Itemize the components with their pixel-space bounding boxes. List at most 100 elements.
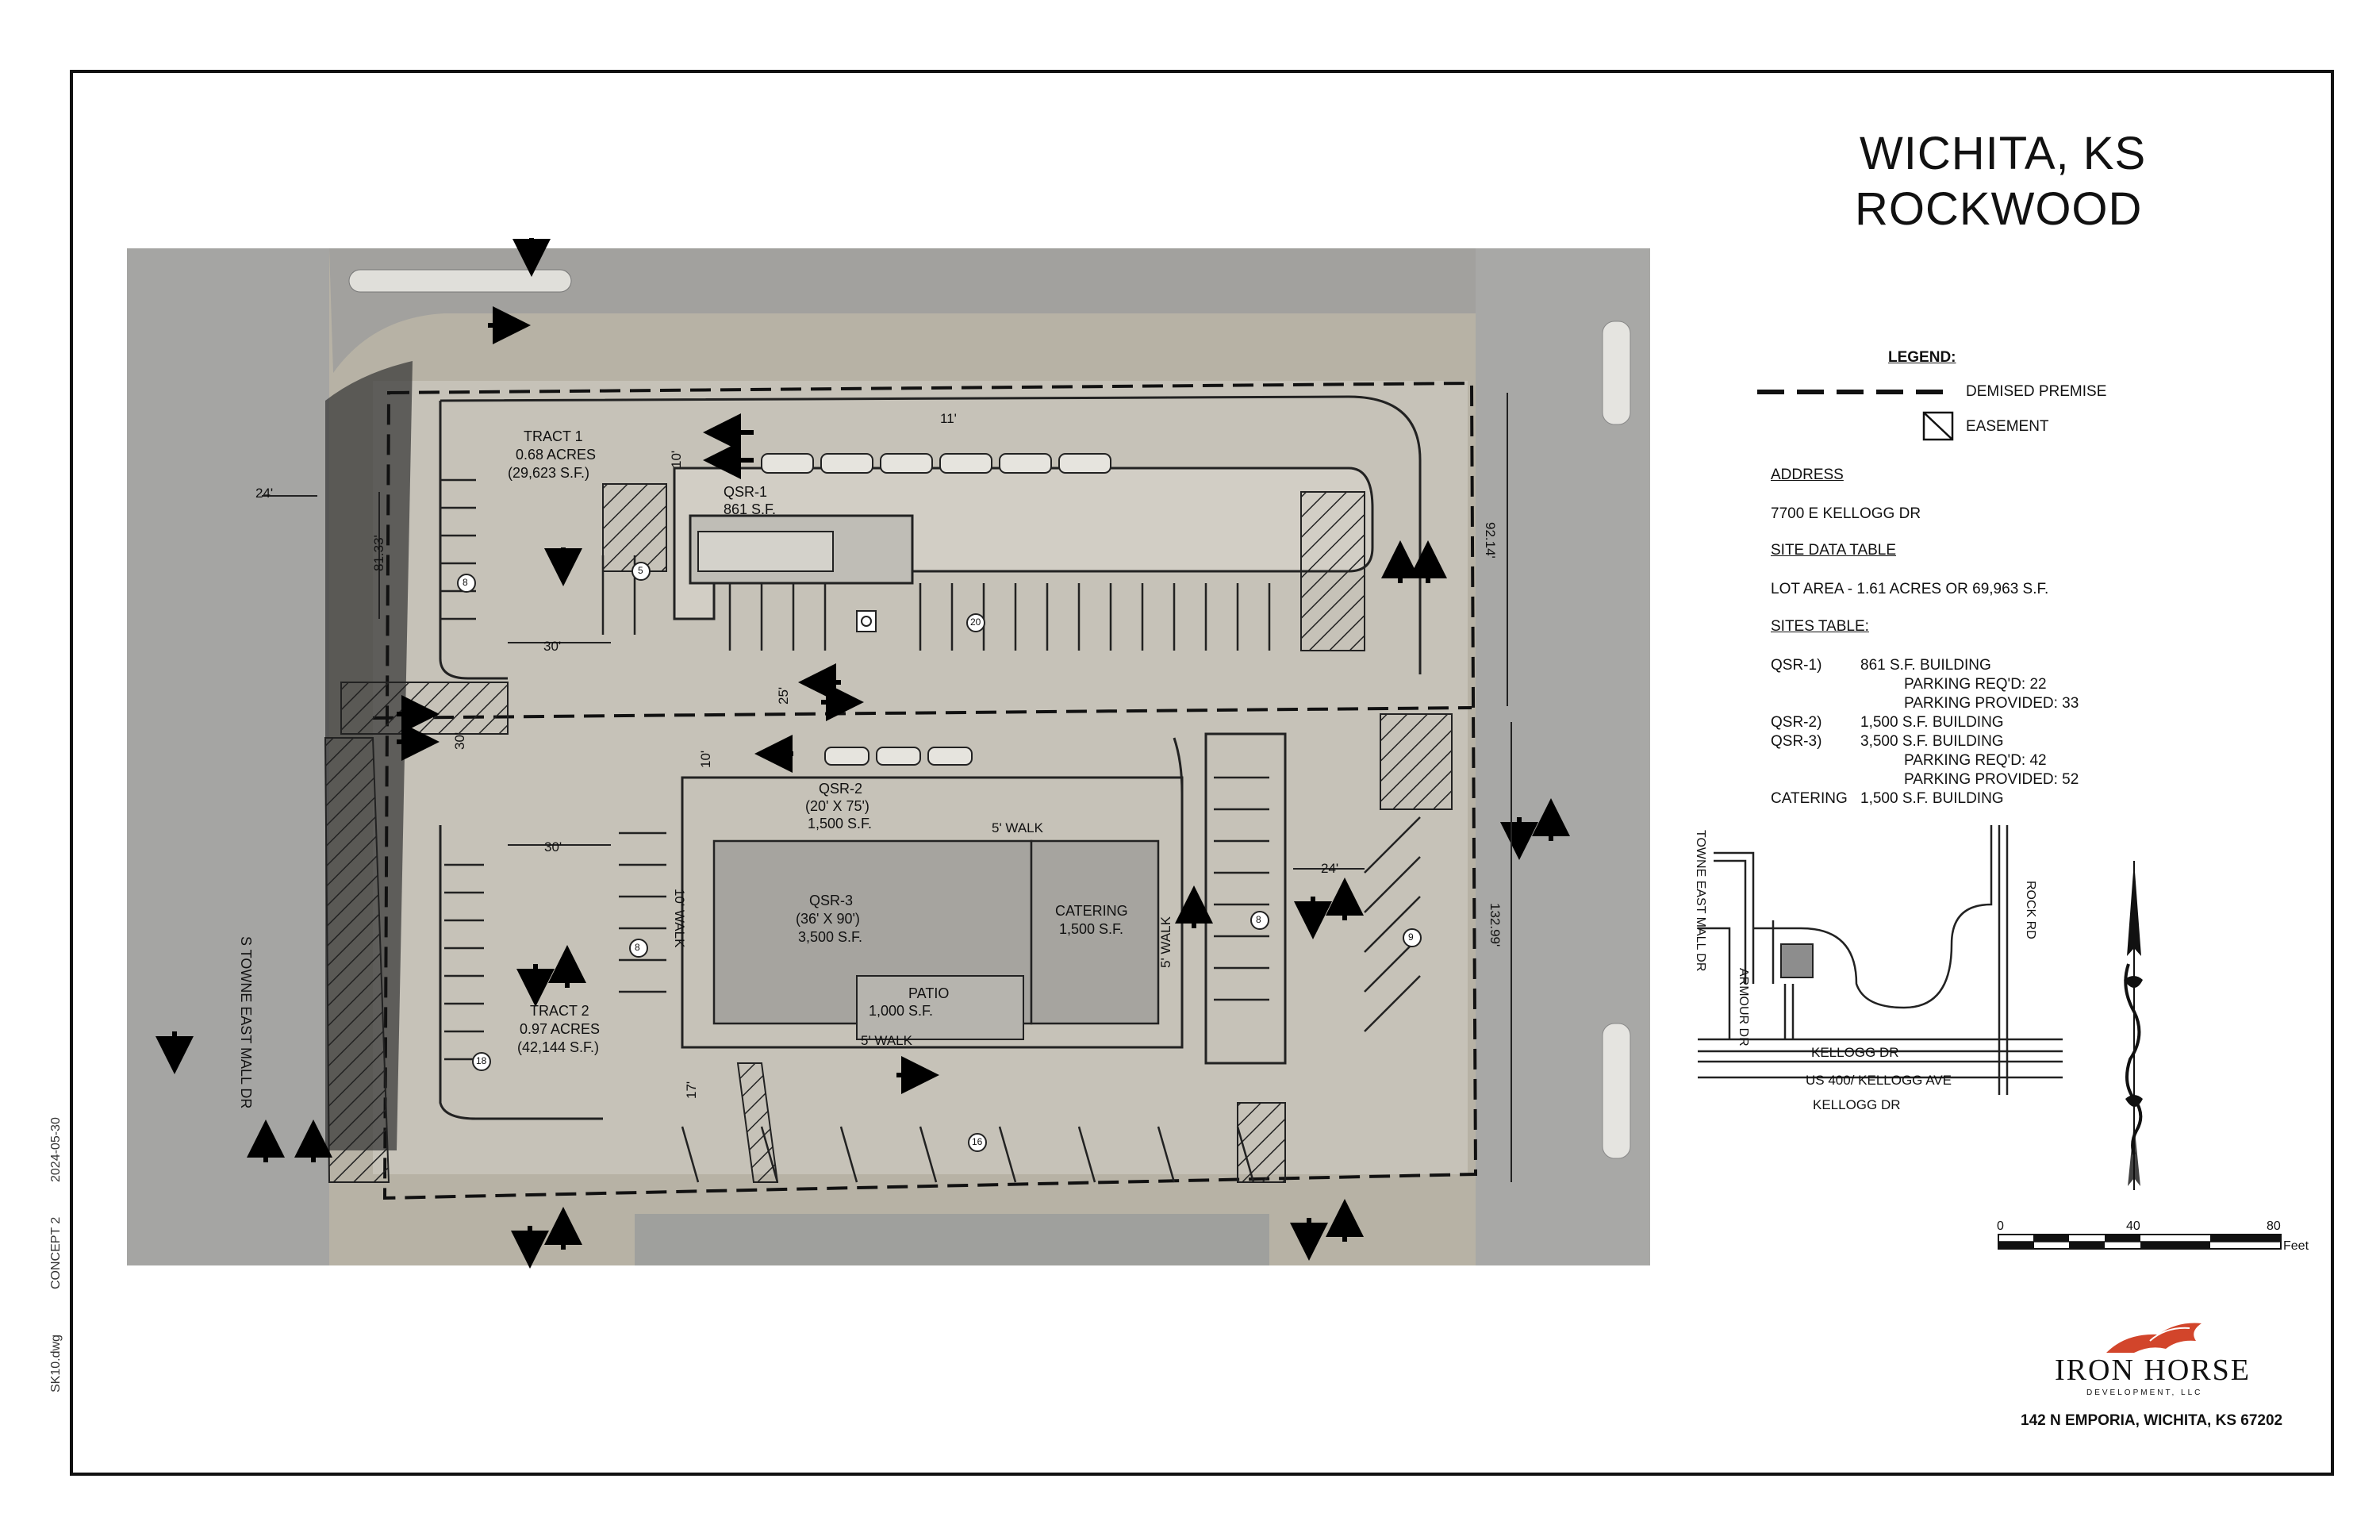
- dim-81: 81.33': [371, 535, 386, 571]
- parking-stalls-tract2: [444, 776, 1421, 1183]
- easement-northeast: [1380, 713, 1453, 810]
- stall-count: 8: [463, 577, 468, 588]
- address-value: 7700 E KELLOGG DR: [1771, 505, 1921, 522]
- dim-10-a: 10': [669, 450, 684, 468]
- qsr3-label: QSR-3: [809, 893, 854, 908]
- stall-count: 8: [635, 942, 640, 953]
- stall-count: 8: [1256, 914, 1261, 925]
- easement-west-strip: [324, 737, 390, 1183]
- iron-horse-logo-icon: [2106, 1323, 2202, 1353]
- walk-label-north: 5' WALK: [992, 820, 1043, 835]
- sites-row-text: PARKING REQ'D: 42: [1904, 752, 2047, 769]
- stall-count: 5: [638, 565, 643, 576]
- sites-table-heading: SITES TABLE:: [1771, 618, 1869, 635]
- dim-132: 132.99': [1488, 903, 1503, 947]
- catering-sf: 1,500 S.F.: [1059, 921, 1124, 937]
- sites-row-label: CATERING: [1771, 790, 1848, 807]
- site-data-heading: SITE DATA TABLE: [1771, 542, 1897, 559]
- logo-sub: DEVELOPMENT, LLC: [2086, 1388, 2203, 1397]
- easement-southeast: [1237, 1102, 1286, 1183]
- sites-row-text: 1,500 S.F. BUILDING: [1860, 790, 2004, 807]
- scale-tick-80: 80: [2267, 1219, 2281, 1233]
- stall-count: 9: [1408, 931, 1414, 943]
- vicinity-us400: US 400/ KELLOGG AVE: [1806, 1073, 1952, 1088]
- tract-divider: [372, 706, 1472, 720]
- catering-label: CATERING: [1055, 903, 1128, 919]
- scale-tick-40: 40: [2126, 1219, 2140, 1233]
- logo-name: IRON HORSE: [2055, 1354, 2251, 1387]
- vicinity-rock-rd: ROCK RD: [2024, 881, 2037, 939]
- lot-area: LOT AREA - 1.61 ACRES OR 69,963 S.F.: [1771, 581, 2049, 597]
- patio-label: PATIO: [908, 985, 950, 1001]
- stall-count: 20: [970, 616, 981, 628]
- sites-row-label: QSR-3): [1771, 733, 1822, 750]
- patio: [856, 975, 1024, 1040]
- sites-row-label: QSR-2): [1771, 714, 1822, 731]
- traffic-arrow-icon: [155, 238, 1570, 1269]
- tract1-area: 0.68 ACRES: [516, 447, 597, 463]
- date-stamp: 2024-05-30: [49, 1117, 63, 1182]
- tract2-area: 0.97 ACRES: [520, 1021, 601, 1037]
- handicap-icon: [856, 610, 877, 632]
- file-stamp: SK10.dwg: [49, 1335, 63, 1392]
- vicinity-kellogg-dr-south: KELLOGG DR: [1813, 1097, 1901, 1112]
- street-west-label: S TOWNE EAST MALL DR: [238, 936, 254, 1109]
- dim-17: 17': [684, 1081, 699, 1099]
- parking-stalls-tract1: [440, 478, 1271, 651]
- qsr2-label: QSR-2: [819, 781, 863, 797]
- sites-row-text: PARKING PROVIDED: 33: [1904, 695, 2079, 712]
- qsr1-label: QSR-1: [724, 484, 768, 500]
- address-heading: ADDRESS: [1771, 467, 1844, 483]
- vicinity-map: [1698, 825, 2063, 1095]
- sites-row-text: 3,500 S.F. BUILDING: [1860, 733, 2004, 750]
- stall-count: 16: [972, 1136, 983, 1147]
- concept-stamp: CONCEPT 2: [49, 1216, 63, 1289]
- stall-count-markers: [457, 562, 1422, 1152]
- vicinity-kellogg-dr-north: KELLOGG DR: [1811, 1045, 1899, 1060]
- south-lot: [635, 1214, 1269, 1265]
- north-arrow-icon: [2124, 861, 2143, 1190]
- sites-row-text: PARKING REQ'D: 22: [1904, 676, 2047, 693]
- scale-unit: Feet: [2283, 1239, 2309, 1253]
- walk-label-east: 5' WALK: [1158, 916, 1173, 968]
- dim-30-b: 30': [544, 839, 562, 854]
- tract2-label: TRACT 2: [530, 1003, 589, 1019]
- tract1-sf: (29,623 S.F.): [508, 465, 590, 481]
- qsr3-sf: 3,500 S.F.: [798, 929, 863, 945]
- catering-building: [1030, 839, 1160, 1025]
- sites-row-text: PARKING PROVIDED: 52: [1904, 771, 2079, 788]
- dim-24-west: 24': [255, 486, 274, 501]
- qsr2-sf: 1,500 S.F.: [808, 816, 873, 831]
- patio-sf: 1,000 S.F.: [869, 1003, 934, 1019]
- sites-row-text: 861 S.F. BUILDING: [1860, 657, 1991, 674]
- stall-count: 18: [476, 1055, 487, 1066]
- legend-symbols: [1757, 390, 1956, 441]
- title-city: WICHITA, KS: [1860, 128, 2147, 179]
- qsr1-sf: 861 S.F.: [724, 501, 777, 517]
- sites-row-label: QSR-1): [1771, 657, 1822, 674]
- walk-label-south: 5' WALK: [861, 1033, 912, 1048]
- company-address: 142 N EMPORIA, WICHITA, KS 67202: [2021, 1412, 2283, 1429]
- north-road: [329, 248, 1476, 373]
- dim-30-c: 30': [452, 732, 467, 750]
- qsr3-dim: (36' X 90'): [796, 911, 860, 927]
- tract2-sf: (42,144 S.F.): [517, 1039, 600, 1055]
- dim-25: 25': [776, 686, 791, 705]
- scale-bar: [1998, 1234, 2282, 1250]
- drive-thru-queue: [761, 453, 1111, 766]
- easement-west-drive: [340, 682, 509, 735]
- sites-row-text: 1,500 S.F. BUILDING: [1860, 714, 2004, 731]
- dim-92: 92.14': [1483, 522, 1498, 559]
- legend-easement: EASEMENT: [1966, 418, 2049, 435]
- easement-east-island: [1300, 491, 1365, 651]
- qsr2-dim: (20' X 75'): [805, 798, 869, 814]
- vicinity-armour: ARMOUR DR: [1737, 968, 1750, 1047]
- legend-title: LEGEND:: [1888, 349, 1956, 366]
- dim-11: 11': [940, 411, 957, 426]
- vicinity-towne-east: TOWNE EAST MALL DR: [1694, 830, 1707, 972]
- easement-qsr1: [602, 483, 667, 572]
- scale-tick-0: 0: [1997, 1219, 2004, 1233]
- title-project: ROCKWOOD: [1855, 183, 2143, 235]
- demised-boundary: [382, 381, 1478, 1200]
